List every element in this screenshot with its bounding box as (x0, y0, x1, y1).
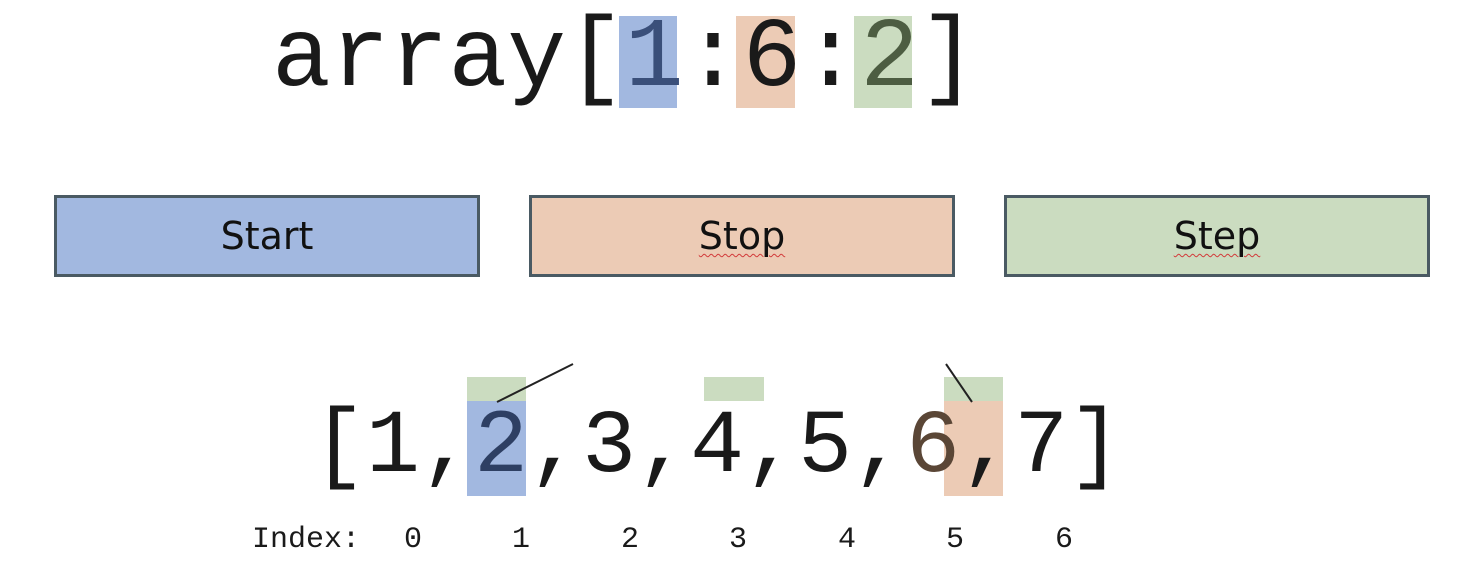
array-comma: , (960, 397, 1015, 499)
array-item: 2 (474, 397, 529, 499)
index-label: Index: (252, 523, 361, 557)
array-comma: , (744, 397, 799, 499)
index-value: 1 (512, 523, 531, 557)
expr-stop: 6 (742, 4, 802, 115)
start-box: Start (54, 195, 480, 277)
index-value: 3 (729, 523, 748, 557)
array-start-highlight (467, 401, 526, 496)
array-item: 5 (798, 397, 853, 499)
expr-start: 1 (624, 4, 684, 115)
array-item: 1 (366, 397, 421, 499)
index-value: 4 (838, 523, 857, 557)
step-marker-1 (467, 377, 526, 401)
start-highlight (619, 16, 677, 108)
expr-prefix: array[ (272, 4, 625, 115)
index-value: 2 (621, 523, 640, 557)
array-item: 3 (582, 397, 637, 499)
array-comma: , (636, 397, 691, 499)
expr-step: 2 (860, 4, 919, 115)
expr-suffix: ] (918, 4, 978, 115)
array-comma: , (528, 397, 583, 499)
array-item: 7 (1014, 397, 1069, 499)
array-comma: , (852, 397, 907, 499)
index-value: 0 (404, 523, 423, 557)
array-open-bracket: [ (312, 397, 367, 499)
index-value: 6 (1055, 523, 1074, 557)
array-close-bracket: ] (1068, 397, 1123, 499)
stop-box-label: Stop (698, 214, 786, 258)
stop-highlight (736, 16, 795, 108)
start-box-label: Start (220, 214, 314, 258)
array-item: 4 (690, 397, 745, 499)
step-marker-2 (704, 377, 764, 401)
step-marker-3 (944, 377, 1003, 401)
slice-expression: array[1:6:2] (272, 5, 978, 115)
start-connector-line (496, 363, 574, 403)
stop-connector-line (945, 363, 973, 403)
expr-sep2: : (801, 4, 861, 115)
step-box: Step (1004, 195, 1430, 277)
expr-sep1: : (683, 4, 743, 115)
array-comma: , (420, 397, 475, 499)
index-value: 5 (946, 523, 965, 557)
array-item: 6 (906, 397, 961, 499)
stop-box: Stop (529, 195, 955, 277)
step-highlight (854, 16, 912, 108)
array-stop-highlight (944, 401, 1003, 496)
array-literal: [1,2,3,4,5,6,7] (312, 400, 1122, 496)
step-box-label: Step (1173, 214, 1261, 258)
